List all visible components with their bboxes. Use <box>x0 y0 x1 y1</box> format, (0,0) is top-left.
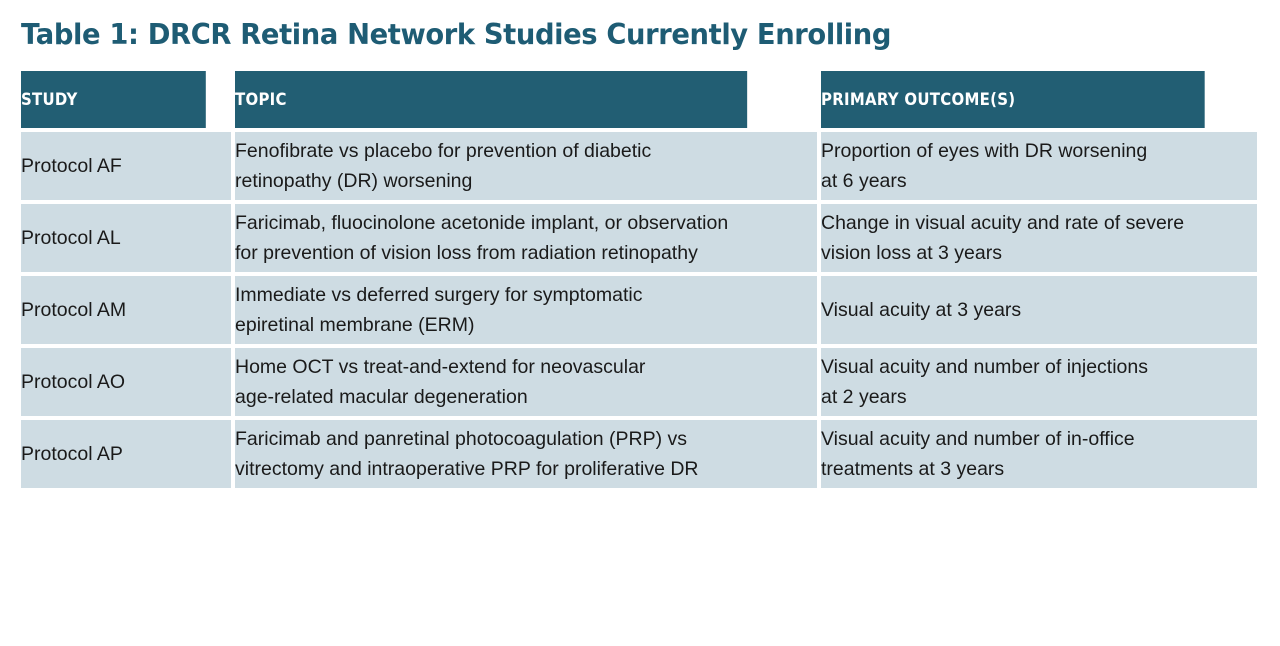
table-header-row: STUDY TOPIC PRIMARY OUTCOME(S) <box>21 71 1257 128</box>
cell-study: Protocol AF <box>21 132 231 200</box>
column-header-study-label: STUDY <box>21 89 78 110</box>
table-row: Protocol AF Fenofibrate vs placebo for p… <box>21 132 1257 200</box>
cell-outcome: Proportion of eyes with DR worsening at … <box>821 132 1257 200</box>
cell-topic-line: age-related macular degeneration <box>235 386 528 408</box>
cell-outcome: Change in visual acuity and rate of seve… <box>821 204 1257 272</box>
cell-study: Protocol AL <box>21 204 231 272</box>
column-header-outcome: PRIMARY OUTCOME(S) <box>821 71 1205 128</box>
column-header-study: STUDY <box>21 71 206 128</box>
cell-outcome-line: treatments at 3 years <box>821 458 1005 480</box>
cell-outcome: Visual acuity at 3 years <box>821 276 1257 344</box>
table-body: Protocol AF Fenofibrate vs placebo for p… <box>21 132 1257 488</box>
cell-outcome-line: at 6 years <box>821 170 907 192</box>
cell-topic: Faricimab and panretinal photocoagulatio… <box>235 420 817 488</box>
table-row: Protocol AL Faricimab, fluocinolone acet… <box>21 204 1257 272</box>
table-row: Protocol AP Faricimab and panretinal pho… <box>21 420 1257 488</box>
column-header-topic-label: TOPIC <box>235 89 287 110</box>
cell-outcome-line: Visual acuity at 3 years <box>821 299 1022 321</box>
cell-topic-line: Faricimab and panretinal photocoagulatio… <box>235 428 687 450</box>
cell-topic-line: Faricimab, fluocinolone acetonide implan… <box>235 212 729 234</box>
cell-topic: Faricimab, fluocinolone acetonide implan… <box>235 204 817 272</box>
cell-outcome-line: Proportion of eyes with DR worsening <box>821 140 1148 162</box>
cell-topic-line: for prevention of vision loss from radia… <box>235 242 698 264</box>
table-header: STUDY TOPIC PRIMARY OUTCOME(S) <box>21 71 1257 128</box>
cell-topic-line: Fenofibrate vs placebo for prevention of… <box>235 140 652 162</box>
cell-study: Protocol AO <box>21 348 231 416</box>
cell-outcome-line: at 2 years <box>821 386 907 408</box>
cell-topic-line: vitrectomy and intraoperative PRP for pr… <box>235 458 699 480</box>
table-row: Protocol AO Home OCT vs treat-and-extend… <box>21 348 1257 416</box>
cell-topic: Home OCT vs treat-and-extend for neovasc… <box>235 348 817 416</box>
cell-outcome-line: Visual acuity and number of injections <box>821 356 1148 378</box>
cell-topic: Immediate vs deferred surgery for sympto… <box>235 276 817 344</box>
cell-topic-line: epiretinal membrane (ERM) <box>235 314 475 336</box>
table-container: STUDY TOPIC PRIMARY OUTCOME(S) Protocol … <box>21 71 1261 488</box>
cell-topic-line: retinopathy (DR) worsening <box>235 170 473 192</box>
cell-outcome-line: Change in visual acuity and rate of seve… <box>821 212 1185 234</box>
cell-outcome-line: Visual acuity and number of in-office <box>821 428 1135 450</box>
column-header-topic: TOPIC <box>235 71 748 128</box>
cell-topic-line: Home OCT vs treat-and-extend for neovasc… <box>235 356 646 378</box>
studies-table: STUDY TOPIC PRIMARY OUTCOME(S) Protocol … <box>17 67 1261 492</box>
cell-outcome: Visual acuity and number of injections a… <box>821 348 1257 416</box>
cell-outcome: Visual acuity and number of in-office tr… <box>821 420 1257 488</box>
cell-study: Protocol AM <box>21 276 231 344</box>
column-header-outcome-label: PRIMARY OUTCOME(S) <box>821 89 1016 110</box>
cell-study: Protocol AP <box>21 420 231 488</box>
table-row: Protocol AM Immediate vs deferred surger… <box>21 276 1257 344</box>
cell-topic-line: Immediate vs deferred surgery for sympto… <box>235 284 643 306</box>
cell-topic: Fenofibrate vs placebo for prevention of… <box>235 132 817 200</box>
page-title: Table 1: DRCR Retina Network Studies Cur… <box>21 18 892 51</box>
cell-outcome-line: vision loss at 3 years <box>821 242 1002 264</box>
